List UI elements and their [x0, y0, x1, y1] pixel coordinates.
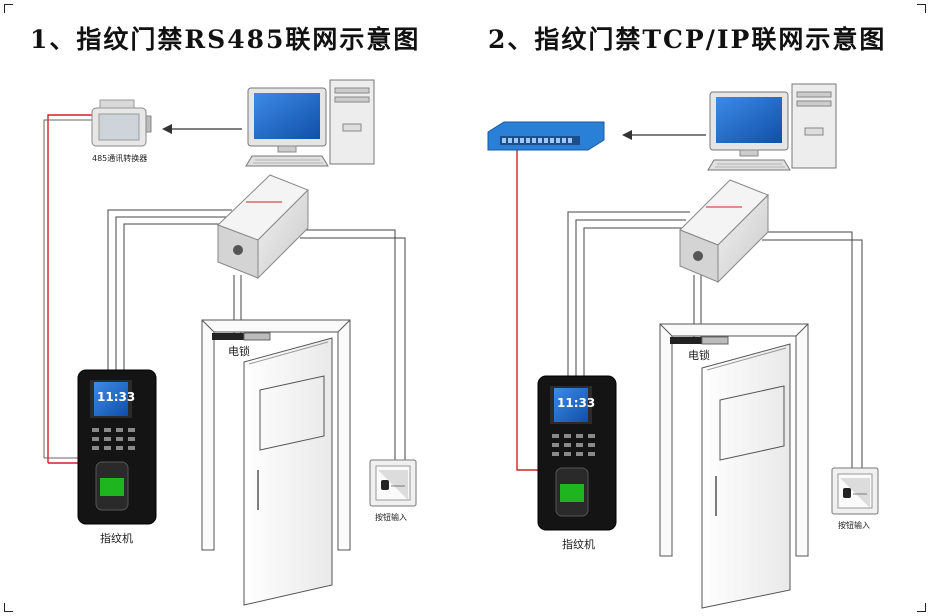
left-wire-4	[300, 229, 396, 465]
left-monitor-screen	[254, 93, 320, 139]
left-button-label: 按钮输入	[375, 513, 407, 522]
right-diagram-title: 2、指纹门禁TCP/IP联网示意图	[488, 25, 887, 54]
left-wire-2	[115, 216, 228, 372]
right-door-leaf	[701, 343, 791, 609]
left-pc-tower	[329, 79, 375, 165]
left-exit-button	[369, 459, 417, 507]
rs485-converter	[91, 99, 152, 147]
right-red-wire	[516, 150, 540, 471]
left-diagram	[43, 79, 417, 606]
left-wire-1	[107, 209, 232, 372]
right-fingerprint-reader	[537, 375, 617, 531]
right-wire-1	[567, 211, 690, 378]
right-exit-button	[831, 467, 879, 515]
right-door-frame	[659, 323, 809, 557]
right-reader-label: 指纹机	[562, 538, 595, 551]
left-wire-5	[300, 237, 406, 465]
frame-corner-bottom-right	[917, 603, 926, 612]
left-wire-3	[123, 223, 224, 372]
right-electric-lock	[670, 337, 728, 344]
right-monitor-screen	[716, 97, 782, 143]
left-lock-label: 电锁	[228, 345, 250, 358]
left-door-frame	[201, 319, 351, 551]
left-reader-screen	[94, 382, 128, 416]
right-fingerprint-sensor	[560, 484, 584, 502]
right-button-label: 按钮输入	[838, 521, 870, 530]
left-fingerprint-sensor	[100, 478, 124, 496]
right-network-switch	[487, 121, 605, 151]
left-red-wire	[47, 114, 92, 463]
right-wire-5	[762, 239, 863, 470]
right-wire-3	[583, 227, 682, 378]
frame-corner-top-right	[917, 4, 926, 13]
left-computer	[245, 79, 375, 167]
right-pc-tower	[791, 83, 837, 169]
right-wire-4	[762, 231, 853, 470]
left-door-leaf	[243, 337, 333, 606]
right-reader-time: 11:33	[557, 396, 596, 410]
right-access-controller	[679, 179, 769, 284]
right-computer	[707, 83, 837, 171]
right-wire-2	[575, 219, 686, 378]
left-electric-lock	[212, 333, 270, 340]
rs485-converter-label: 485通讯转换器	[92, 154, 148, 163]
left-access-controller	[217, 174, 309, 280]
right-reader-screen	[554, 388, 588, 422]
left-reader-time: 11:33	[97, 390, 136, 404]
right-diagram	[487, 83, 879, 609]
left-grey-wire	[43, 119, 92, 458]
frame-corner-bottom-left	[4, 603, 13, 612]
right-arrow	[622, 130, 706, 140]
right-lock-label: 电锁	[688, 349, 710, 362]
frame-corner-top-left	[4, 4, 13, 13]
left-arrow	[162, 124, 242, 134]
left-reader-label: 指纹机	[100, 532, 133, 545]
left-fingerprint-reader	[77, 369, 157, 525]
left-diagram-title: 1、指纹门禁RS485联网示意图	[30, 25, 421, 54]
